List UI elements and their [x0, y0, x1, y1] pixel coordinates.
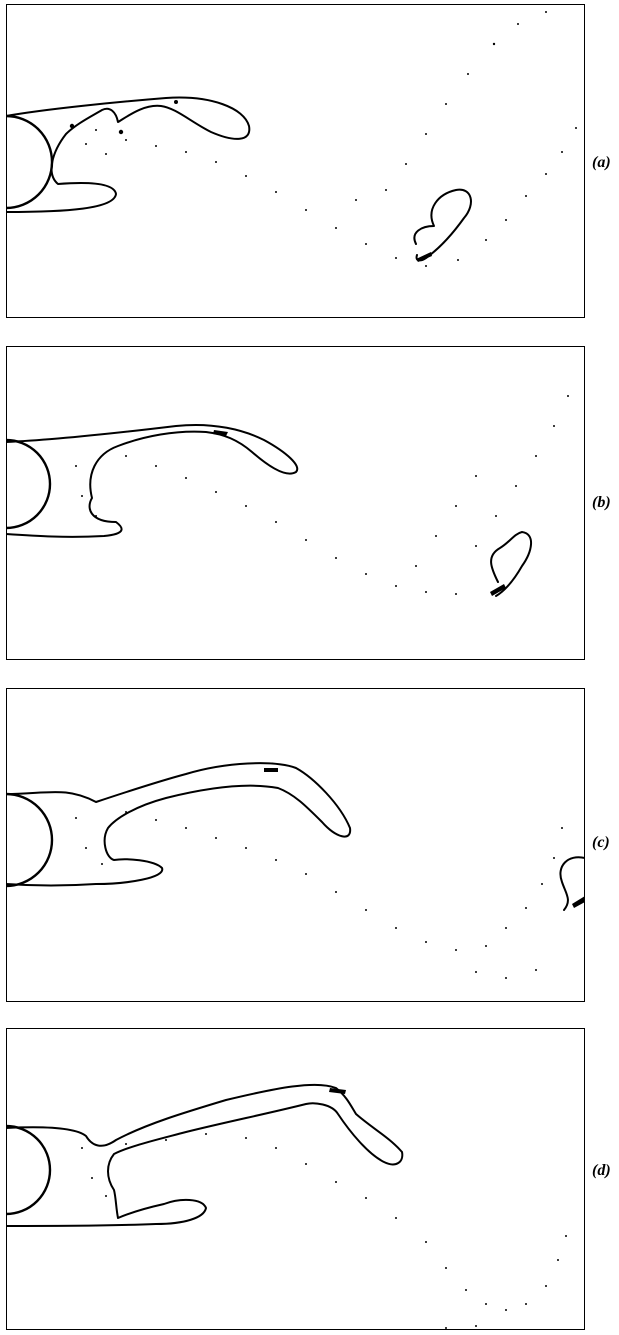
- vortex-core-marker: [572, 896, 585, 908]
- shed-vortex-contour: [414, 190, 471, 261]
- vortex-core-marker: [416, 252, 432, 262]
- panel-c: [6, 688, 585, 1002]
- panel-b: [6, 346, 585, 660]
- panel-label-d: (d): [592, 1162, 611, 1180]
- tracer-particles: [81, 1133, 567, 1329]
- shear-layer-core-marker: [264, 768, 278, 772]
- cylinder: [6, 116, 52, 208]
- cylinder: [6, 1126, 50, 1214]
- panel-d-flow-plot: [6, 1028, 585, 1330]
- panel-label-b: (b): [592, 494, 611, 512]
- wake-contour: [6, 1085, 402, 1226]
- tracer-particles: [70, 11, 577, 267]
- panel-b-flow-plot: [6, 346, 585, 660]
- panel-label-c: (c): [592, 834, 610, 852]
- wake-contour: [6, 763, 350, 885]
- shed-vortex-contour: [491, 532, 531, 596]
- cylinder: [6, 440, 50, 528]
- panel-label-a: (a): [592, 154, 611, 172]
- panel-a: [6, 4, 585, 318]
- tracer-particles: [75, 811, 563, 979]
- shear-layer-core-marker: [213, 430, 228, 436]
- cylinder: [6, 794, 52, 886]
- panel-d: [6, 1028, 585, 1330]
- panel-a-flow-plot: [6, 4, 585, 318]
- panel-c-flow-plot: [6, 688, 585, 1002]
- tracer-particles: [75, 395, 569, 595]
